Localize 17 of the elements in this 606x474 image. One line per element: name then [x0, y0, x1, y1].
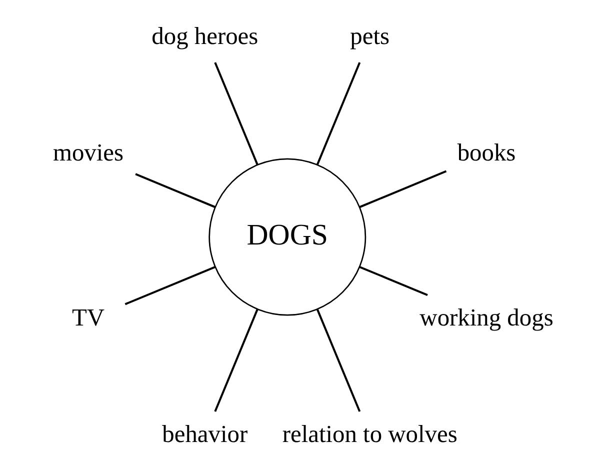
node-text: movies [52, 140, 124, 167]
connector [214, 62, 258, 165]
connector [359, 266, 428, 296]
node-text: pets [350, 22, 390, 50]
connector [135, 173, 216, 208]
node-text: books [457, 140, 516, 167]
connector [124, 266, 216, 306]
node-text: dog heroes [152, 22, 258, 50]
node-text: working dogs [420, 304, 554, 332]
node-circle: DOGS [208, 158, 366, 316]
connector [214, 309, 258, 412]
node-text: behavior [162, 421, 248, 448]
connector [316, 309, 361, 412]
connector [316, 62, 361, 165]
connector [359, 170, 447, 208]
node-text: TV [72, 304, 105, 332]
node-text: relation to wolves [282, 421, 458, 448]
